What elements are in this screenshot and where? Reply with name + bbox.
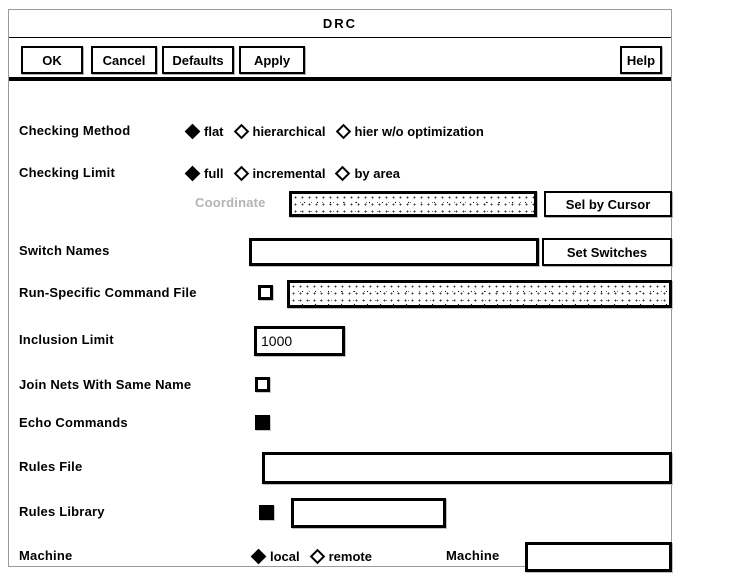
radio-checking-limit-by-area[interactable]: by area [335,165,401,181]
radio-checking-limit-incremental[interactable]: incremental [233,165,326,181]
diamond-unselected-icon [309,548,325,564]
coordinate-input[interactable] [289,191,537,217]
defaults-button[interactable]: Defaults [162,46,234,74]
radio-checking-method-hier-wo-optimization[interactable]: hier w/o optimization [335,123,484,139]
radio-checking-limit-full[interactable]: full [184,165,224,181]
machine-name-label: Machine [446,548,500,563]
diamond-unselected-icon [335,123,351,139]
join-nets-with-same-name-label: Join Nets With Same Name [19,377,192,392]
help-button[interactable]: Help [620,46,662,74]
inclusion-limit-input[interactable]: 1000 [254,326,345,356]
run-specific-command-file-input[interactable] [287,280,672,308]
radio-label: remote [328,548,372,564]
row-coordinate: Coordinate Sel by Cursor [9,188,672,218]
row-join-nets-with-same-name: Join Nets With Same Name [9,372,671,398]
rules-library-input[interactable] [291,498,446,528]
dialog-button-bar: OK Cancel Defaults Apply Help [9,38,671,81]
diamond-unselected-icon [233,165,249,181]
row-checking-limit: Checking Limit full incremental by area [9,160,671,186]
radio-label: by area [354,165,401,181]
diamond-unselected-icon [335,165,351,181]
radio-label: full [204,165,224,181]
row-rules-library: Rules Library [9,496,671,528]
diamond-selected-icon [184,165,201,181]
checking-method-label: Checking Method [19,123,131,138]
inclusion-limit-value: 1000 [261,333,293,349]
radio-machine-remote[interactable]: remote [309,548,372,564]
diamond-selected-icon [184,123,201,139]
machine-radio-group: local remote [250,540,384,572]
title-bar: DRC [9,10,671,38]
sel-by-cursor-button[interactable]: Sel by Cursor [544,191,672,217]
checking-limit-label: Checking Limit [19,165,115,180]
row-switch-names: Switch Names Set Switches [9,236,672,266]
echo-commands-label: Echo Commands [19,415,128,430]
row-checking-method: Checking Method flat hierarchical hier w… [9,118,671,144]
ok-button[interactable]: OK [21,46,83,74]
radio-checking-method-hierarchical[interactable]: hierarchical [233,123,326,139]
drc-form: Checking Method flat hierarchical hier w… [9,82,672,572]
row-echo-commands: Echo Commands [9,410,671,436]
radio-machine-local[interactable]: local [250,548,300,564]
radio-label: hierarchical [252,123,326,139]
apply-button[interactable]: Apply [239,46,305,74]
echo-commands-checkbox[interactable] [255,415,270,430]
window-title: DRC [322,16,358,31]
rules-file-label: Rules File [19,459,83,474]
machine-label: Machine [19,548,73,563]
row-rules-file: Rules File [9,450,672,484]
diamond-unselected-icon [233,123,249,139]
row-machine: Machine local remote Machine [9,540,672,572]
switch-names-input[interactable] [249,238,539,266]
radio-checking-method-flat[interactable]: flat [184,123,224,139]
coordinate-label: Coordinate [195,195,266,210]
machine-name-input[interactable] [525,542,672,572]
radio-label: local [270,548,300,564]
inclusion-limit-label: Inclusion Limit [19,332,114,347]
drc-dialog-window: DRC OK Cancel Defaults Apply Help Checki… [8,9,672,572]
checking-limit-radio-group: full incremental by area [184,160,412,186]
rules-library-checkbox[interactable] [259,505,274,520]
row-run-specific-command-file: Run-Specific Command File [9,278,672,308]
rules-library-label: Rules Library [19,504,105,519]
diamond-selected-icon [250,548,267,564]
row-inclusion-limit: Inclusion Limit 1000 [9,324,671,356]
cancel-button[interactable]: Cancel [91,46,157,74]
run-specific-command-file-label: Run-Specific Command File [19,285,197,300]
radio-label: incremental [252,165,326,181]
run-specific-command-file-checkbox[interactable] [258,285,273,300]
switch-names-label: Switch Names [19,243,110,258]
join-nets-with-same-name-checkbox[interactable] [255,377,270,392]
checking-method-radio-group: flat hierarchical hier w/o optimization [184,118,496,144]
rules-file-input[interactable] [262,452,672,484]
set-switches-button[interactable]: Set Switches [542,238,672,266]
radio-label: flat [204,123,224,139]
radio-label: hier w/o optimization [354,123,484,139]
